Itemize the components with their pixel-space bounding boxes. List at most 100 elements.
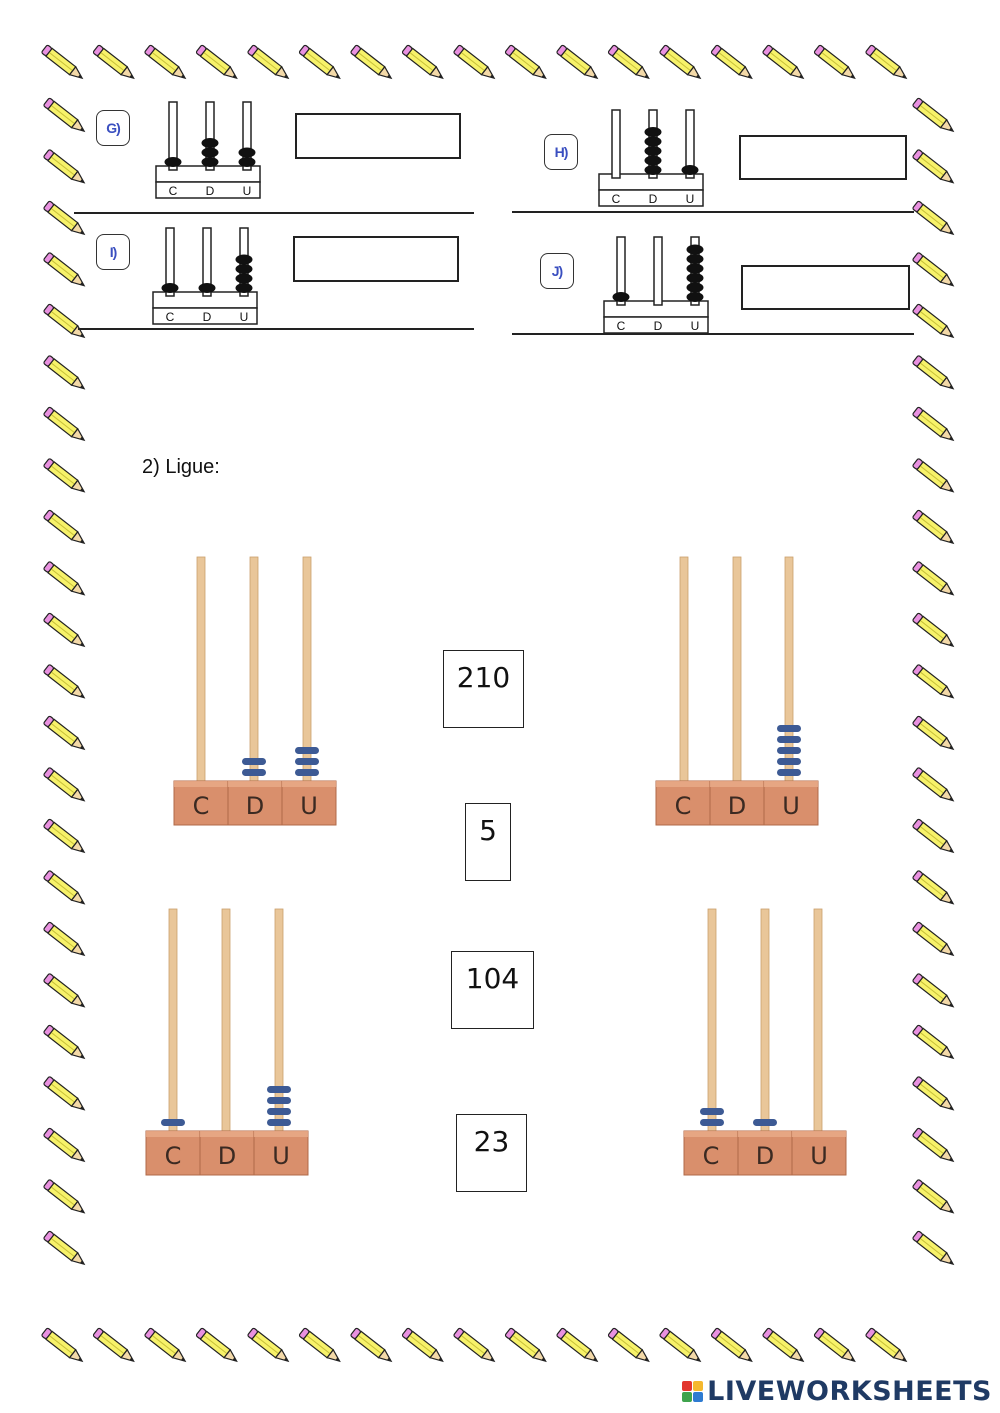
pencil-icon: [912, 612, 955, 648]
abacus-bead: [777, 725, 801, 732]
pencil-icon: [912, 252, 955, 287]
abacus-bead: [644, 155, 662, 166]
pencil-icon: [195, 1327, 238, 1363]
abacus-bead: [644, 136, 662, 147]
pencil-icon: [43, 1179, 86, 1214]
column-label: D: [246, 792, 264, 820]
abacus-rod: [813, 908, 823, 1132]
pencil-icon: [43, 97, 86, 133]
pencil-icon: [43, 561, 86, 596]
item-label-i: I): [96, 234, 130, 270]
pencil-icon: [43, 767, 86, 802]
pencil-icon: [43, 818, 86, 854]
abacus-bead: [644, 165, 662, 175]
column-label: U: [300, 792, 318, 820]
pencil-icon: [43, 458, 86, 493]
pencil-icon: [912, 1127, 955, 1163]
column-label: U: [272, 1142, 290, 1170]
answer-box-i[interactable]: [293, 236, 459, 282]
pencil-icon: [912, 973, 955, 1008]
pencil-icon: [43, 870, 86, 905]
pencil-icon: [504, 1327, 547, 1363]
column-label: C: [169, 184, 178, 198]
column-label: U: [243, 184, 252, 198]
column-label: U: [782, 792, 800, 820]
abacus-rod: [685, 109, 695, 179]
abacus-rod: [616, 236, 626, 306]
abacus-rod: [760, 908, 770, 1132]
pencil-icon: [912, 715, 955, 751]
pencil-icon: [607, 1327, 650, 1363]
abacus-bead: [235, 264, 253, 274]
pencil-icon: [607, 44, 650, 80]
abacus-bead: [777, 747, 801, 754]
column-label: C: [617, 319, 626, 333]
pencil-icon: [813, 1327, 856, 1363]
abacus-rod: [611, 109, 621, 179]
pencil-icon: [912, 200, 955, 236]
abacus-bead: [644, 146, 662, 156]
abacus-bead: [161, 283, 179, 293]
column-label: D: [206, 184, 215, 198]
pencil-icon: [298, 1327, 341, 1363]
answer-box-h[interactable]: [739, 135, 907, 180]
pencil-icon: [43, 1076, 86, 1111]
pencil-icon: [43, 664, 86, 699]
column-label: U: [691, 319, 700, 333]
column-label: C: [612, 192, 621, 206]
pencil-icon: [912, 458, 955, 493]
number-box-104[interactable]: 104: [451, 951, 534, 1029]
abacus-bead: [238, 147, 256, 158]
abacus-rod: [221, 908, 231, 1132]
pencil-icon: [762, 1327, 805, 1363]
column-label: U: [686, 192, 695, 206]
pencil-icon: [350, 1327, 393, 1363]
abacus-block: [737, 1130, 793, 1176]
abacus-bead: [686, 282, 704, 293]
abacus-bead: [753, 1119, 777, 1126]
abacus-bead: [700, 1108, 724, 1115]
column-label: D: [756, 1142, 774, 1170]
abacus-bead: [686, 273, 704, 283]
abacus-bead: [267, 1097, 291, 1104]
abacus-bead: [686, 292, 704, 302]
abacus-rod: [165, 227, 175, 297]
brand-footer[interactable]: LIVEWORKSHEETS: [682, 1376, 992, 1407]
pencil-icon: [43, 612, 86, 648]
abacus-bead: [201, 157, 219, 167]
pencil-icon: [912, 870, 955, 905]
column-label: D: [203, 310, 212, 324]
column-label: C: [703, 1142, 720, 1170]
pencil-icon: [813, 44, 856, 80]
brand-name: LIVEWORKSHEETS: [707, 1376, 992, 1407]
abacus-bead: [161, 1119, 185, 1126]
pencil-icon: [912, 767, 955, 802]
abacus-bead: [242, 769, 266, 776]
pencil-icon: [43, 1127, 86, 1163]
pencil-icon: [247, 1327, 290, 1363]
number-box-23[interactable]: 23: [456, 1114, 527, 1192]
column-label: D: [728, 792, 746, 820]
pencil-icon: [710, 44, 753, 80]
answer-box-j[interactable]: [741, 265, 910, 310]
abacus-bead: [201, 138, 219, 148]
pencil-icon: [43, 715, 86, 751]
abacus-bead: [242, 758, 266, 765]
pencil-icon: [43, 149, 86, 184]
abacus-rod: [732, 556, 742, 782]
abacus-rod: [679, 556, 689, 782]
number-box-210[interactable]: 210: [443, 650, 524, 728]
pencil-icon: [912, 664, 955, 699]
number-box-5[interactable]: 5: [465, 803, 511, 881]
pencil-icon: [92, 1327, 135, 1363]
pencil-icon: [43, 1230, 86, 1266]
column-label: C: [193, 792, 210, 820]
answer-box-g[interactable]: [295, 113, 461, 159]
abacus-bead: [267, 1086, 291, 1093]
pencil-icon: [912, 97, 955, 133]
abacus-bead: [267, 1108, 291, 1115]
